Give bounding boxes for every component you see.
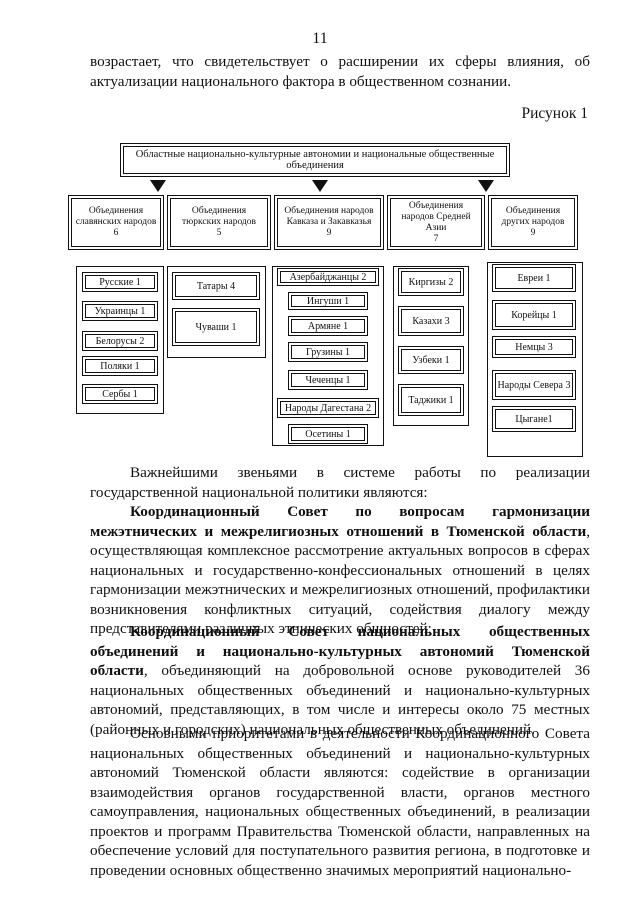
group-box-turkic: Объединения тюркских народов 5 xyxy=(167,195,271,250)
column-frame xyxy=(487,262,583,457)
item-label: Грузины 1 xyxy=(306,346,350,358)
group-count: 6 xyxy=(113,228,119,238)
diagram-item: Татары 4 xyxy=(172,272,260,300)
paragraph-3: Координационный Совет национальных общес… xyxy=(90,622,590,739)
diagram-item: Цыгане1 xyxy=(492,406,576,432)
group-count: 5 xyxy=(216,228,222,238)
group-title: Объединения тюркских народов xyxy=(181,206,256,227)
item-label: Азербайджанцы 2 xyxy=(289,271,367,283)
group-title: Объединения народов Кавказа и Закавказья xyxy=(284,206,374,227)
intro-paragraph: возрастает, что свидетельствует о расшир… xyxy=(90,53,590,90)
paragraph-2-text: , осуществляющая комплексное рассмотрени… xyxy=(90,522,590,638)
group-box-central-asia: Объединения народов Средней Азии 7 xyxy=(387,195,485,250)
diagram-item: Сербы 1 xyxy=(82,384,158,404)
item-label: Осетины 1 xyxy=(305,428,351,440)
paragraph-3-bold: Координационный Совет национальных общес… xyxy=(90,623,590,679)
page-number: 11 xyxy=(312,30,328,47)
item-label: Сербы 1 xyxy=(102,388,138,400)
item-label: Таджики 1 xyxy=(408,394,454,406)
item-label: Татары 4 xyxy=(196,280,236,292)
item-label: Чуваши 1 xyxy=(195,321,237,333)
item-label: Казахи 3 xyxy=(412,315,450,327)
item-label: Корейцы 1 xyxy=(511,309,557,321)
diagram-item: Русские 1 xyxy=(82,272,158,292)
diagram-item: Армяне 1 xyxy=(288,316,368,336)
item-label: Ингуши 1 xyxy=(306,295,350,307)
diagram-item: Азербайджанцы 2 xyxy=(277,268,379,286)
diagram-item: Осетины 1 xyxy=(288,424,368,444)
diagram-item: Поляки 1 xyxy=(82,356,158,376)
paragraph-2-bold: Координационный Совет по вопросам гармон… xyxy=(90,503,590,540)
paragraph-1: Важнейшими звеньями в системе работы по … xyxy=(90,464,590,501)
group-count: 9 xyxy=(530,228,536,238)
group-title: Объединения славянских народов xyxy=(75,206,157,227)
column-frame xyxy=(393,266,469,426)
diagram-item: Казахи 3 xyxy=(398,306,464,336)
column-frame xyxy=(167,266,266,358)
paragraph-4: Основными приоритетами в деятельности Ко… xyxy=(90,725,590,879)
item-label: Русские 1 xyxy=(99,276,141,288)
diagram-item: Ингуши 1 xyxy=(288,292,368,310)
diagram-item: Таджики 1 xyxy=(398,384,464,416)
group-title: Объединения других народов xyxy=(501,206,565,227)
item-label: Цыгане1 xyxy=(515,413,553,425)
group-box-caucasus: Объединения народов Кавказа и Закавказья… xyxy=(274,195,384,250)
item-label: Немцы 3 xyxy=(515,341,553,353)
group-count: 9 xyxy=(326,228,332,238)
figure-caption: Рисунок 1 xyxy=(521,105,588,122)
item-label: Армяне 1 xyxy=(307,320,349,332)
item-label: Узбеки 1 xyxy=(412,354,450,366)
diagram-item: Чеченцы 1 xyxy=(288,370,368,390)
arrow-down-icon xyxy=(312,180,328,192)
item-label: Народы Севера 3 xyxy=(497,379,571,391)
diagram-item: Узбеки 1 xyxy=(398,346,464,374)
item-label: Киргизы 2 xyxy=(408,276,454,288)
column-frame xyxy=(272,266,384,446)
diagram-item: Немцы 3 xyxy=(492,336,576,358)
diagram-item: Киргизы 2 xyxy=(398,268,464,296)
item-label: Поляки 1 xyxy=(100,360,140,372)
diagram-item: Евреи 1 xyxy=(492,264,576,292)
group-count: 7 xyxy=(433,233,439,244)
group-box-other: Объединения других народов 9 xyxy=(488,195,578,250)
diagram-item: Народы Севера 3 xyxy=(492,370,576,400)
group-box-slavic: Объединения славянских народов 6 xyxy=(68,195,164,250)
item-label: Народы Дагестана 2 xyxy=(284,402,372,414)
diagram-item: Украинцы 1 xyxy=(82,301,158,321)
group-title: Объединения народов Средней Азии xyxy=(401,200,471,233)
item-label: Белорусы 2 xyxy=(95,335,145,347)
arrow-down-icon xyxy=(478,180,494,192)
arrow-down-icon xyxy=(150,180,166,192)
item-label: Чеченцы 1 xyxy=(305,374,351,386)
item-label: Евреи 1 xyxy=(517,272,551,284)
diagram-item: Чуваши 1 xyxy=(172,308,260,346)
paragraph-2: Координационный Совет по вопросам гармон… xyxy=(90,502,590,639)
diagram-item: Грузины 1 xyxy=(288,342,368,362)
diagram-item: Белорусы 2 xyxy=(82,331,158,351)
diagram-item: Народы Дагестана 2 xyxy=(277,398,379,418)
column-frame xyxy=(76,266,164,414)
diagram-root-label: Областные национально-культурные автоном… xyxy=(135,149,495,171)
paragraph-3-text: , объединяющий на добровольной основе ру… xyxy=(90,662,590,738)
item-label: Украинцы 1 xyxy=(94,305,146,317)
diagram-root-box: Областные национально-культурные автоном… xyxy=(120,143,510,177)
diagram-item: Корейцы 1 xyxy=(492,300,576,330)
